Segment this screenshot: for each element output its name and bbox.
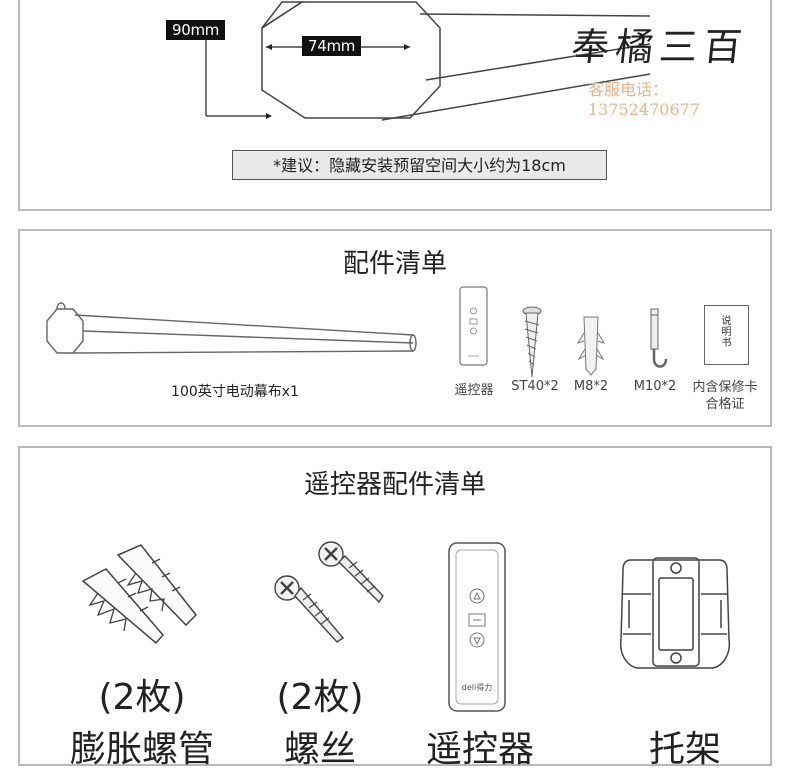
item-label-warranty: 内含保修卡合格证: [692, 380, 758, 412]
anchor-icon: [576, 316, 606, 376]
screws-icon: [274, 541, 384, 643]
remote-large-icon: [448, 542, 506, 712]
bracket-name: 托架: [648, 729, 721, 770]
item-label-st40: ST40*2: [511, 379, 559, 394]
expansion-tube-icon: [81, 544, 198, 645]
screws-count: (2枚): [276, 677, 364, 718]
item-label-m10: M10*2: [633, 379, 677, 394]
remote-name: 遥控器: [425, 729, 534, 770]
manual-text: 说明书: [721, 316, 732, 349]
watermark-logo: 奉橘三百: [569, 25, 750, 69]
remote-accessories-panel: 遥控器配件清单 (2枚) 膨胀螺管 (2枚) 螺丝: [18, 446, 772, 770]
screw-icon: [522, 306, 542, 378]
package-list-panel: 配件清单 100英寸电动幕布x1 遥控器 ST40*2 M8*2: [18, 229, 772, 427]
expansion-tube-count: (2枚): [98, 677, 186, 718]
item-label-m8: M8*2: [573, 379, 609, 394]
width-dimension-label: 74mm: [302, 36, 362, 56]
screws-name: 螺丝: [283, 729, 356, 770]
manual-icon: 说明书: [704, 305, 749, 365]
expansion-tube-name: 膨胀螺管: [69, 729, 214, 770]
install-note: *建议：隐藏安装预留空间大小约为18cm: [232, 150, 607, 180]
remote-icon: [459, 286, 488, 366]
item-label-screen: 100英寸电动幕布x1: [171, 384, 299, 400]
dimension-panel: 90mm 74mm 奉橘三百 客服电话：13752470677 *建议：隐藏安装…: [18, 0, 772, 211]
item-label-remote: 遥控器: [454, 383, 494, 398]
bracket-icon: [619, 557, 731, 669]
remote-accessories-title: 遥控器配件清单: [303, 470, 486, 500]
package-list-title: 配件清单: [342, 249, 447, 279]
watermark-phone: 客服电话：13752470677: [588, 80, 700, 119]
hook-icon: [650, 308, 668, 368]
remote-brand-label: deli得力: [461, 683, 493, 692]
screen-tube-icon: [46, 302, 417, 354]
height-dimension-label: 90mm: [166, 20, 226, 40]
